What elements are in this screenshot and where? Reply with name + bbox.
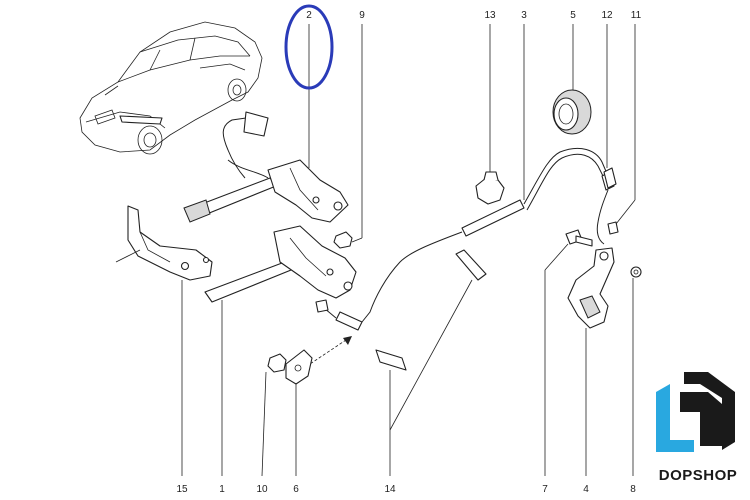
callout-4: 4 xyxy=(583,484,589,495)
part-14-bumpers xyxy=(375,249,487,371)
callout-3: 3 xyxy=(521,10,527,21)
part-2-lever-upper xyxy=(183,111,349,223)
dopshop-logo: DOPSHOP xyxy=(656,372,737,484)
callout-1: 1 xyxy=(219,484,225,495)
part-5-grommet xyxy=(552,89,592,135)
logo-mark xyxy=(656,372,735,452)
callout-12: 12 xyxy=(601,10,613,21)
highlight-circle xyxy=(284,4,334,90)
part-12-fitting xyxy=(603,167,617,189)
part-13-clip xyxy=(475,171,505,205)
callout-13: 13 xyxy=(484,10,496,21)
callout-10: 10 xyxy=(256,484,268,495)
brand-name: DOPSHOP xyxy=(659,467,738,484)
part-6-clip-plate xyxy=(285,349,313,385)
callout-labels: 2 9 13 3 5 12 11 15 1 10 6 14 7 4 8 xyxy=(176,10,641,495)
callout-14: 14 xyxy=(384,484,396,495)
callout-7: 7 xyxy=(542,484,548,495)
callout-5: 5 xyxy=(570,10,576,21)
callout-9: 9 xyxy=(359,10,365,21)
callout-2: 2 xyxy=(306,10,312,21)
part-10-nut xyxy=(267,353,287,373)
part-15-bracket xyxy=(115,205,213,281)
part-8-washer xyxy=(630,266,642,278)
part-7-bolt xyxy=(565,229,593,247)
callout-6: 6 xyxy=(293,484,299,495)
part-4-latch-lever xyxy=(567,247,615,329)
callout-15: 15 xyxy=(176,484,188,495)
part-1-lever-lower xyxy=(204,225,357,303)
leader-lines xyxy=(181,24,636,477)
callout-11: 11 xyxy=(631,10,642,21)
part-11-sleeve xyxy=(607,221,619,235)
callout-8: 8 xyxy=(630,484,636,495)
car-illustration xyxy=(79,21,263,155)
part-9-nut xyxy=(333,231,353,249)
